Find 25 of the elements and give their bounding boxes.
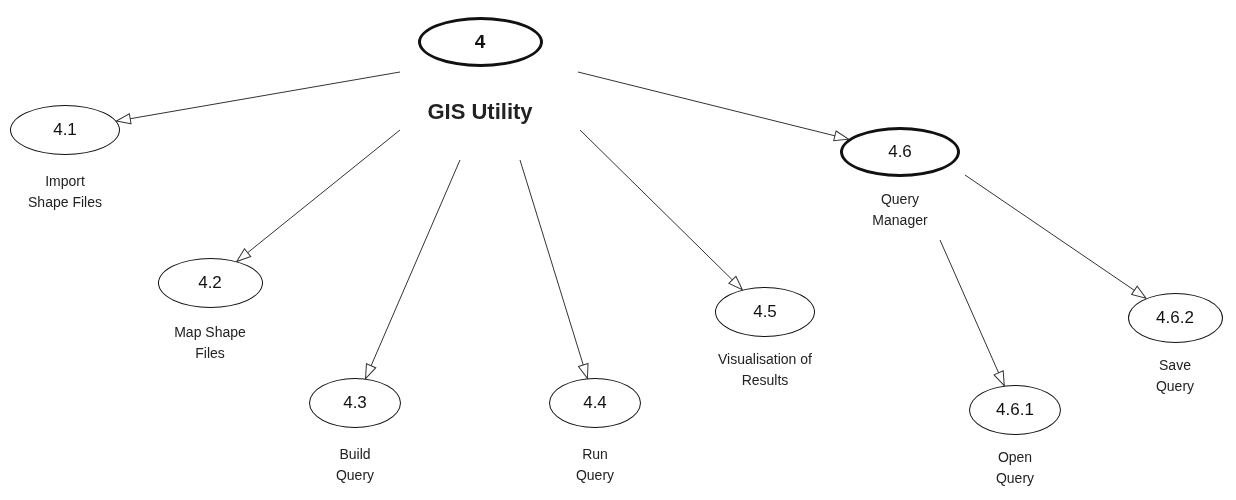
process-ellipse: 4.4 [549,378,641,428]
process-ellipse: 4.1 [10,105,120,155]
process-label: Import Shape Files [27,172,103,212]
process-label: GIS Utility [426,99,534,125]
arrow [964,174,1147,299]
arrow [115,71,401,125]
process-label: Map Shape Files [173,323,247,363]
arrow [365,159,461,380]
process-ellipse: 4.6 [840,127,960,177]
arrow [236,129,401,262]
arrow [939,239,1005,387]
process-ellipse: 4.6.2 [1127,293,1223,343]
process-label: Visualisation of Results [717,350,813,390]
process-label: Query Manager [871,190,929,230]
process-ellipse: 4.3 [309,378,401,428]
arrow [519,159,589,379]
process-label: Build Query [334,445,376,485]
process-ellipse: 4.5 [715,287,815,337]
process-label: Run Query [574,445,616,485]
process-ellipse: 4.6.1 [969,385,1061,435]
process-label: Open Query [994,448,1036,488]
arrow [579,129,743,291]
process-label: Save Query [1154,356,1196,396]
process-ellipse: 4 [417,17,543,67]
process-ellipse: 4.2 [157,258,263,308]
